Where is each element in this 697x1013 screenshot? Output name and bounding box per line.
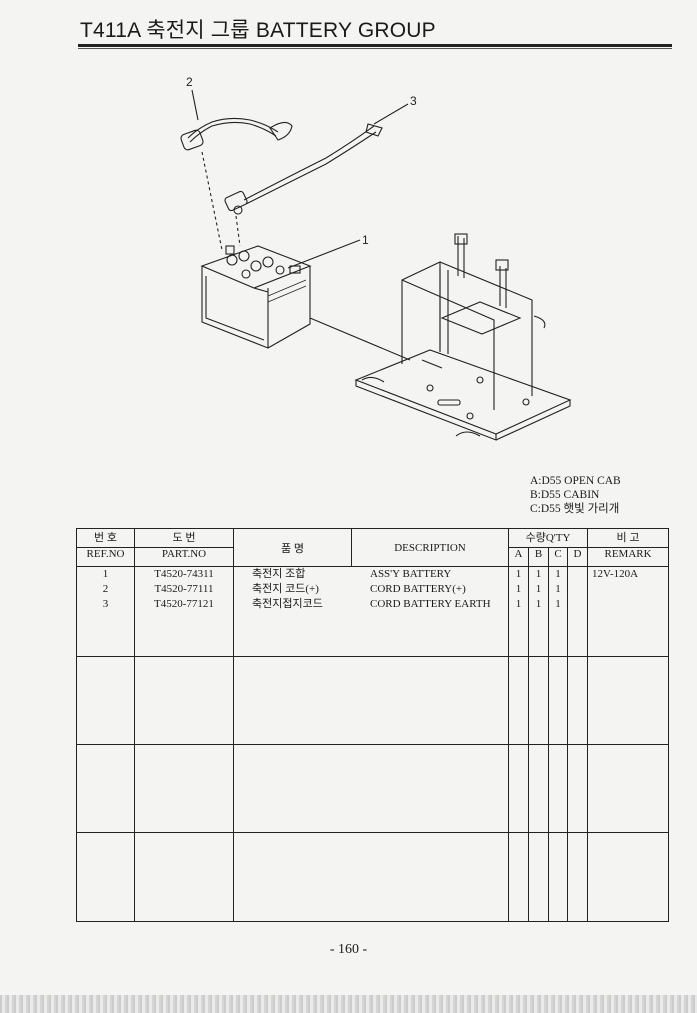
row-3-part: T4520-77121	[154, 598, 214, 610]
col-ref: 1 2 3	[76, 566, 135, 657]
row-1-remark: 12V-120A	[592, 568, 639, 580]
empty-row	[76, 656, 670, 745]
header-ref-ko: 번 호	[76, 528, 135, 548]
legend-b: B:D55 CABIN	[530, 489, 600, 501]
row-2-ref: 2	[102, 583, 109, 595]
header-ref-en: REF.NO	[76, 547, 135, 567]
header-name-ko: 품 명	[233, 528, 352, 567]
row-2-part: T4520-77111	[154, 583, 214, 595]
header-remark-ko: 비 고	[587, 528, 670, 548]
row-1-ref: 1	[102, 568, 109, 580]
callout-3: 3	[410, 94, 417, 108]
header-qty-c: C	[548, 547, 568, 567]
title-rule-thin	[78, 48, 672, 49]
battery-group-diagram: 2 3 1	[180, 75, 572, 441]
header-qty: 수량Q'TY	[507, 528, 589, 548]
legend-a: A:D55 OPEN CAB	[530, 475, 621, 487]
header-qty-a: A	[508, 547, 529, 567]
row-1-part: T4520-74311	[154, 568, 214, 580]
parts-table: 번 호 도 번 품 명 DESCRIPTION 수량Q'TY 비 고 REF.N…	[76, 528, 670, 922]
col-part: T4520-74311 T4520-77111 T4520-77121	[134, 566, 234, 657]
callout-1: 1	[362, 233, 369, 247]
page-number: - 160 -	[329, 942, 368, 957]
legend-c: C:D55 햇빛 가리개	[530, 503, 620, 515]
col-remark: 12V-120A	[587, 566, 670, 657]
empty-row	[76, 744, 670, 833]
empty-row	[76, 832, 670, 922]
header-description: DESCRIPTION	[351, 528, 509, 567]
col-qty-d	[566, 566, 589, 657]
title-rule	[78, 44, 672, 47]
scan-edge	[0, 995, 697, 1013]
callout-2: 2	[186, 75, 193, 89]
model-legend: A:D55 OPEN CAB B:D55 CABIN C:D55 햇빛 가리개	[530, 474, 621, 516]
header-part-en: PART.NO	[134, 547, 234, 567]
header-remark-en: REMARK	[587, 547, 670, 567]
row-2-name-desc: 축전지 코드(+)CORD BATTERY(+)	[252, 583, 466, 595]
header-qty-b: B	[528, 547, 549, 567]
header-part-ko: 도 번	[134, 528, 234, 548]
page-title: T411A 축전지 그룹 BATTERY GROUP	[80, 19, 436, 42]
header-qty-d: D	[566, 547, 589, 567]
row-3-ref: 3	[102, 598, 109, 610]
